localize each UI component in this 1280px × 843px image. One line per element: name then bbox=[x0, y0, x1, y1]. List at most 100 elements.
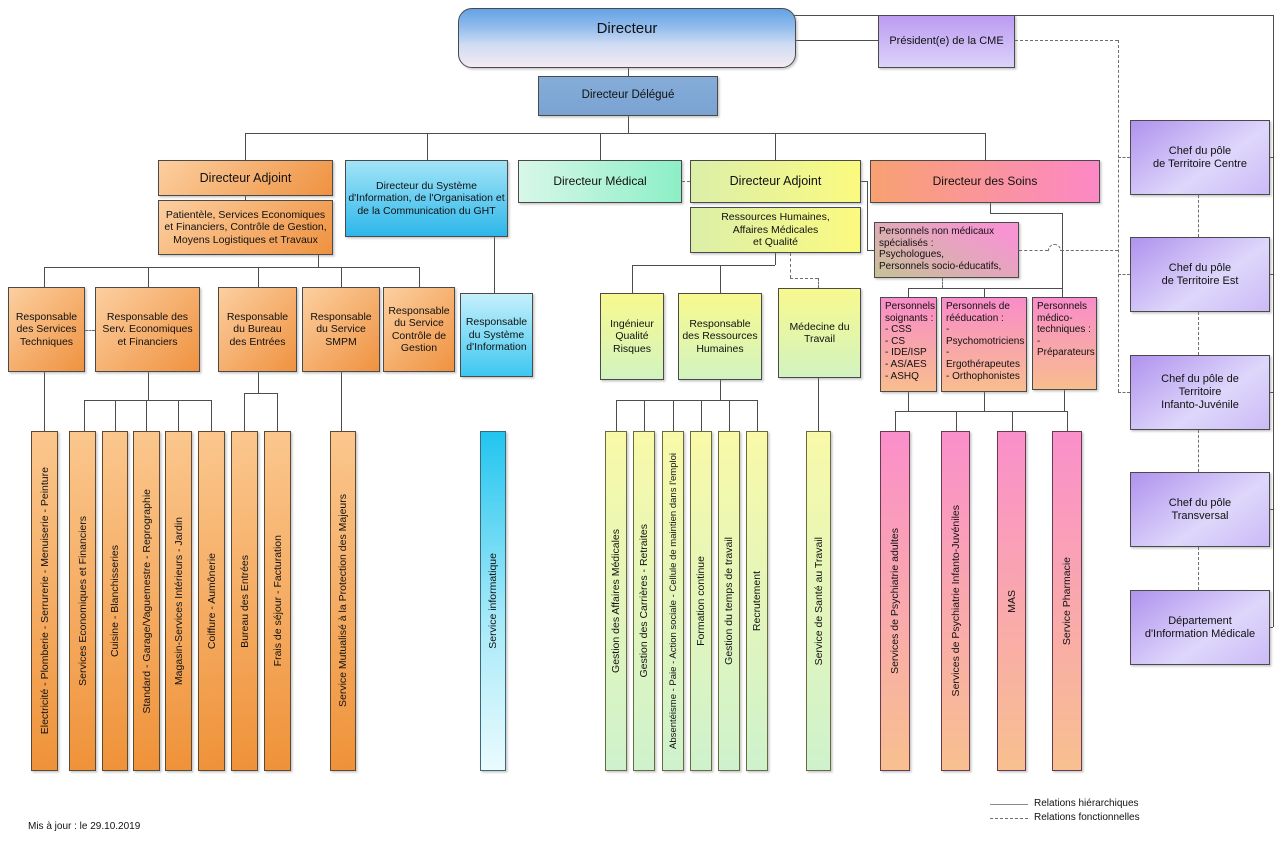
node-responsable-services-techniques: Responsable des Services Techniques bbox=[8, 287, 85, 372]
connector bbox=[1269, 392, 1273, 393]
connector bbox=[211, 400, 212, 431]
bar-label: Services de Psychiatrie Infanto-Juvénile… bbox=[949, 505, 962, 697]
connector-dashed bbox=[1198, 547, 1199, 590]
connector bbox=[44, 372, 45, 431]
connector bbox=[1269, 274, 1273, 275]
connector bbox=[757, 400, 758, 431]
connector bbox=[245, 196, 246, 200]
connector bbox=[277, 393, 278, 431]
connector-dashed bbox=[1198, 312, 1199, 355]
connector bbox=[908, 288, 909, 297]
bar-service-electricite: Electricité - Plomberie - Serrurerie - M… bbox=[31, 431, 58, 771]
node-pole-territoire-est: Chef du pôle de Territoire Est bbox=[1130, 237, 1270, 312]
connector-dashed bbox=[85, 330, 95, 331]
bar-magasin-jardin: Magasin-Services Intérieurs - Jardin bbox=[165, 431, 192, 771]
bar-carrieres-retraites: Gestion des Carrières - Retraites bbox=[633, 431, 655, 771]
node-pole-transversal: Chef du pôle Transversal bbox=[1130, 472, 1270, 547]
bar-label: Service Pharmacie bbox=[1061, 556, 1073, 646]
connector bbox=[775, 253, 776, 265]
bar-label: Frais de séjour - Facturation bbox=[271, 535, 284, 667]
bar-service-majeurs: Service Mutualisé à la Protection des Ma… bbox=[330, 431, 356, 771]
legend-dashed-line-sample bbox=[990, 818, 1028, 819]
connector-dashed bbox=[1198, 430, 1199, 472]
connector bbox=[600, 133, 601, 160]
connector bbox=[1269, 627, 1273, 628]
connector bbox=[244, 393, 277, 394]
connector bbox=[84, 400, 211, 401]
connector bbox=[1273, 15, 1274, 627]
legend-functional-label: Relations fonctionnelles bbox=[1034, 812, 1140, 823]
connector bbox=[990, 213, 1062, 214]
connector bbox=[427, 133, 428, 160]
node-directeur-adjoint-rh: Directeur Adjoint bbox=[690, 160, 861, 203]
node-medecine-du-travail: Médecine du Travail bbox=[778, 288, 861, 378]
connector bbox=[341, 267, 342, 287]
connector bbox=[861, 181, 867, 182]
connector-dashed bbox=[1118, 157, 1130, 158]
connector-dashed bbox=[790, 253, 791, 278]
connector bbox=[1062, 288, 1063, 297]
bar-label: Recrutement bbox=[751, 570, 763, 632]
bar-service-pharmacie: Service Pharmacie bbox=[1052, 431, 1082, 771]
connector bbox=[115, 400, 116, 431]
bar-psychiatrie-infanto: Services de Psychiatrie Infanto-Juvénile… bbox=[941, 431, 970, 771]
node-directeur-soins: Directeur des Soins bbox=[870, 160, 1100, 203]
bar-psychiatrie-adultes: Services de Psychiatrie adultes bbox=[880, 431, 910, 771]
connector bbox=[867, 181, 868, 250]
node-directeur-delegue: Directeur Délégué bbox=[538, 76, 718, 116]
connector-dashed bbox=[1118, 274, 1130, 275]
bar-label: Services Economiques et Financiers bbox=[76, 516, 89, 686]
bar-bureau-entrees: Bureau des Entrées bbox=[231, 431, 258, 771]
connector bbox=[419, 267, 420, 287]
connector bbox=[1269, 509, 1273, 510]
connector bbox=[818, 378, 819, 431]
bar-label: Gestion des Carrières - Retraites bbox=[638, 524, 650, 678]
node-responsable-services-economiques: Responsable des Serv. Economiques et Fin… bbox=[95, 287, 200, 372]
last-updated-note: Mis à jour : le 29.10.2019 bbox=[28, 821, 141, 832]
bar-label: Service Mutualisé à la Protection des Ma… bbox=[337, 494, 349, 708]
connector bbox=[720, 265, 721, 293]
connector bbox=[673, 400, 674, 431]
connector bbox=[44, 267, 419, 268]
bar-label: Absentéisme - Paie - Action sociale - Ce… bbox=[667, 453, 679, 749]
connector-dashed bbox=[818, 278, 819, 288]
node-directeur: Directeur bbox=[458, 8, 796, 68]
node-responsable-ressources-humaines: Responsable des Ressources Humaines bbox=[678, 293, 762, 380]
bar-label: Service informatique bbox=[487, 553, 499, 649]
connector bbox=[245, 133, 246, 160]
bar-temps-travail: Gestion du temps de travail bbox=[718, 431, 740, 771]
bar-mas: MAS bbox=[997, 431, 1026, 771]
connector bbox=[793, 15, 1273, 16]
bar-cuisine-blanchisseries: Cuisine - Blanchisseries bbox=[102, 431, 128, 771]
node-president-cme: Président(e) de la CME bbox=[878, 15, 1015, 68]
connector bbox=[616, 400, 617, 431]
connector-dashed bbox=[1061, 250, 1118, 251]
connector bbox=[796, 40, 878, 41]
bar-label: Gestion du temps de travail bbox=[723, 537, 735, 665]
node-responsable-systeme-information: Responsable du Système d'Information bbox=[460, 293, 533, 377]
bar-frais-sejour: Frais de séjour - Facturation bbox=[264, 431, 291, 771]
connector bbox=[908, 392, 909, 411]
bar-label: Electricité - Plomberie - Serrurerie - M… bbox=[38, 467, 51, 735]
node-directeur-adjoint-logistique: Directeur Adjoint bbox=[158, 160, 333, 196]
connector-dashed bbox=[682, 181, 690, 182]
connector bbox=[318, 255, 319, 267]
connector bbox=[1064, 390, 1065, 411]
bar-service-informatique: Service informatique bbox=[480, 431, 506, 771]
connector-dashed bbox=[1019, 250, 1048, 251]
legend-hierarchical-label: Relations hiérarchiques bbox=[1034, 798, 1139, 809]
connector bbox=[146, 400, 147, 431]
connector bbox=[1269, 157, 1273, 158]
node-pole-infanto-juvenile: Chef du pôle de Territoire Infanto-Juvén… bbox=[1130, 355, 1270, 430]
connector bbox=[956, 411, 957, 431]
connector bbox=[178, 400, 179, 431]
bar-label: Cuisine - Blanchisseries bbox=[109, 544, 121, 658]
connector bbox=[701, 400, 702, 431]
bar-label: MAS bbox=[1005, 589, 1018, 613]
node-directeur-medical: Directeur Médical bbox=[518, 160, 682, 203]
bar-recrutement: Recrutement bbox=[746, 431, 768, 771]
bar-sante-travail: Service de Santé au Travail bbox=[806, 431, 831, 771]
connector-dashed bbox=[942, 278, 943, 288]
connector bbox=[1067, 411, 1068, 431]
node-ingenieur-qualite-risques: Ingénieur Qualité Risques bbox=[600, 293, 664, 380]
